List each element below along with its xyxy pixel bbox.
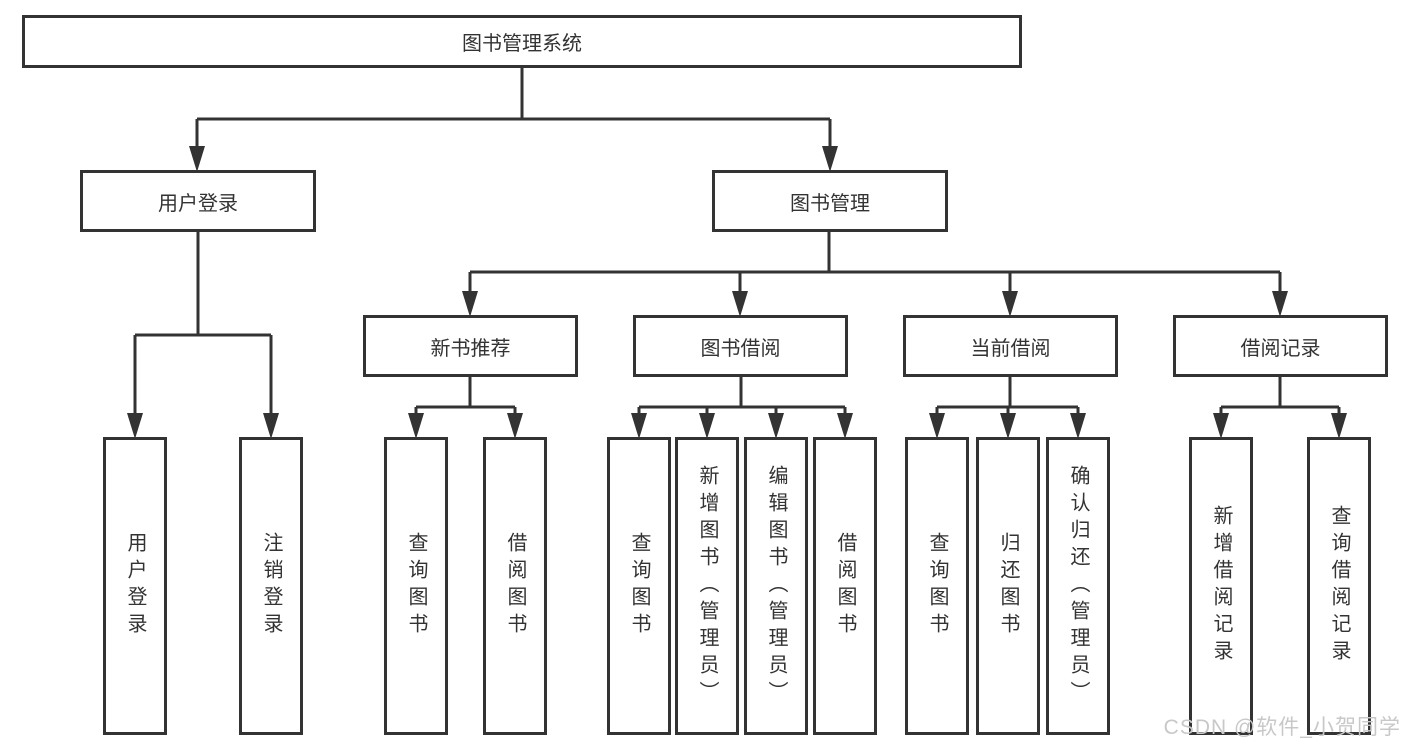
- csdn-watermark: CSDN @软件_小贺同学: [1163, 716, 1401, 739]
- leaf-query-borrow-record: 查询借阅记录: [1307, 437, 1371, 735]
- node-new-book-recommend: 新书推荐: [363, 315, 578, 377]
- arrowheads: [127, 146, 1347, 439]
- node-library-system: 图书管理系统: [22, 15, 1022, 68]
- leaf-borrow-books: 借阅图书: [813, 437, 877, 735]
- leaf-query-books-current: 查询图书: [905, 437, 969, 735]
- node-user-login: 用户登录: [80, 170, 316, 232]
- leaf-add-borrow-record: 新增借阅记录: [1189, 437, 1253, 735]
- leaf-logout: 注销登录: [239, 437, 303, 735]
- connector-lines: [133, 68, 1341, 417]
- leaf-add-book-admin: 新增图书（管理员）: [675, 437, 739, 735]
- leaf-query-books-borrow: 查询图书: [607, 437, 671, 735]
- node-book-management: 图书管理: [712, 170, 948, 232]
- leaf-confirm-return-admin: 确认归还（管理员）: [1046, 437, 1110, 735]
- node-book-borrow: 图书借阅: [633, 315, 848, 377]
- leaf-borrow-books-recommend: 借阅图书: [483, 437, 547, 735]
- node-current-borrow: 当前借阅: [903, 315, 1118, 377]
- leaf-user-login: 用户登录: [103, 437, 167, 735]
- leaf-edit-book-admin: 编辑图书（管理员）: [744, 437, 808, 735]
- leaf-return-books: 归还图书: [976, 437, 1040, 735]
- leaf-query-books-recommend: 查询图书: [384, 437, 448, 735]
- node-borrow-records: 借阅记录: [1173, 315, 1388, 377]
